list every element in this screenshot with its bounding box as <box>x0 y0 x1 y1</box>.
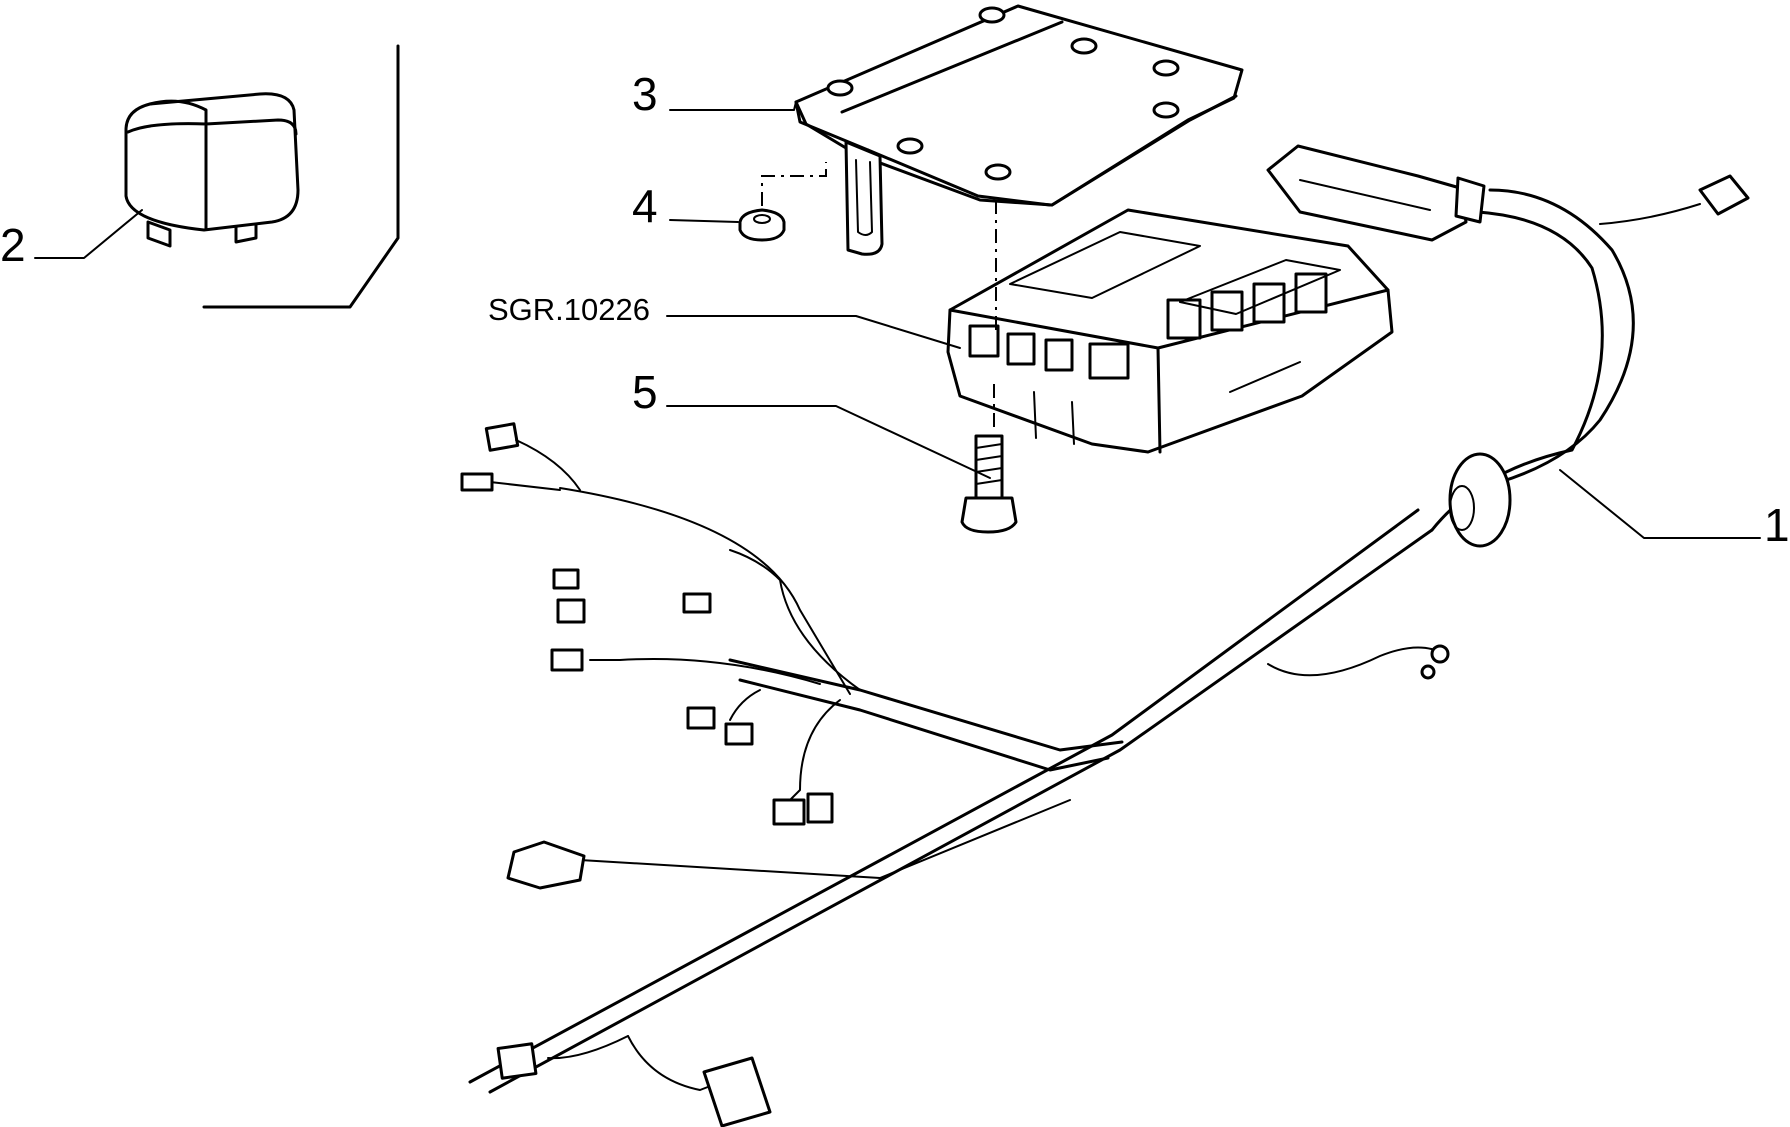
callout-1-label: 1 <box>1764 499 1790 551</box>
separator-line <box>202 44 400 309</box>
callout-3-label: 3 <box>632 68 658 120</box>
bracket-part <box>794 4 1244 256</box>
bolt-part <box>960 434 1018 534</box>
nut-part <box>738 208 786 242</box>
callout-5-label: 5 <box>632 366 658 418</box>
callout-4-label: 4 <box>632 180 658 232</box>
callout-ref-label: SGR.10226 <box>488 292 650 327</box>
relay-part <box>124 92 300 248</box>
callout-2-label: 2 <box>0 219 26 271</box>
assembly-line-nut <box>761 162 827 206</box>
wiring-harness <box>460 144 1750 1127</box>
ecu-module <box>946 208 1394 454</box>
leader-lines <box>34 101 1761 539</box>
